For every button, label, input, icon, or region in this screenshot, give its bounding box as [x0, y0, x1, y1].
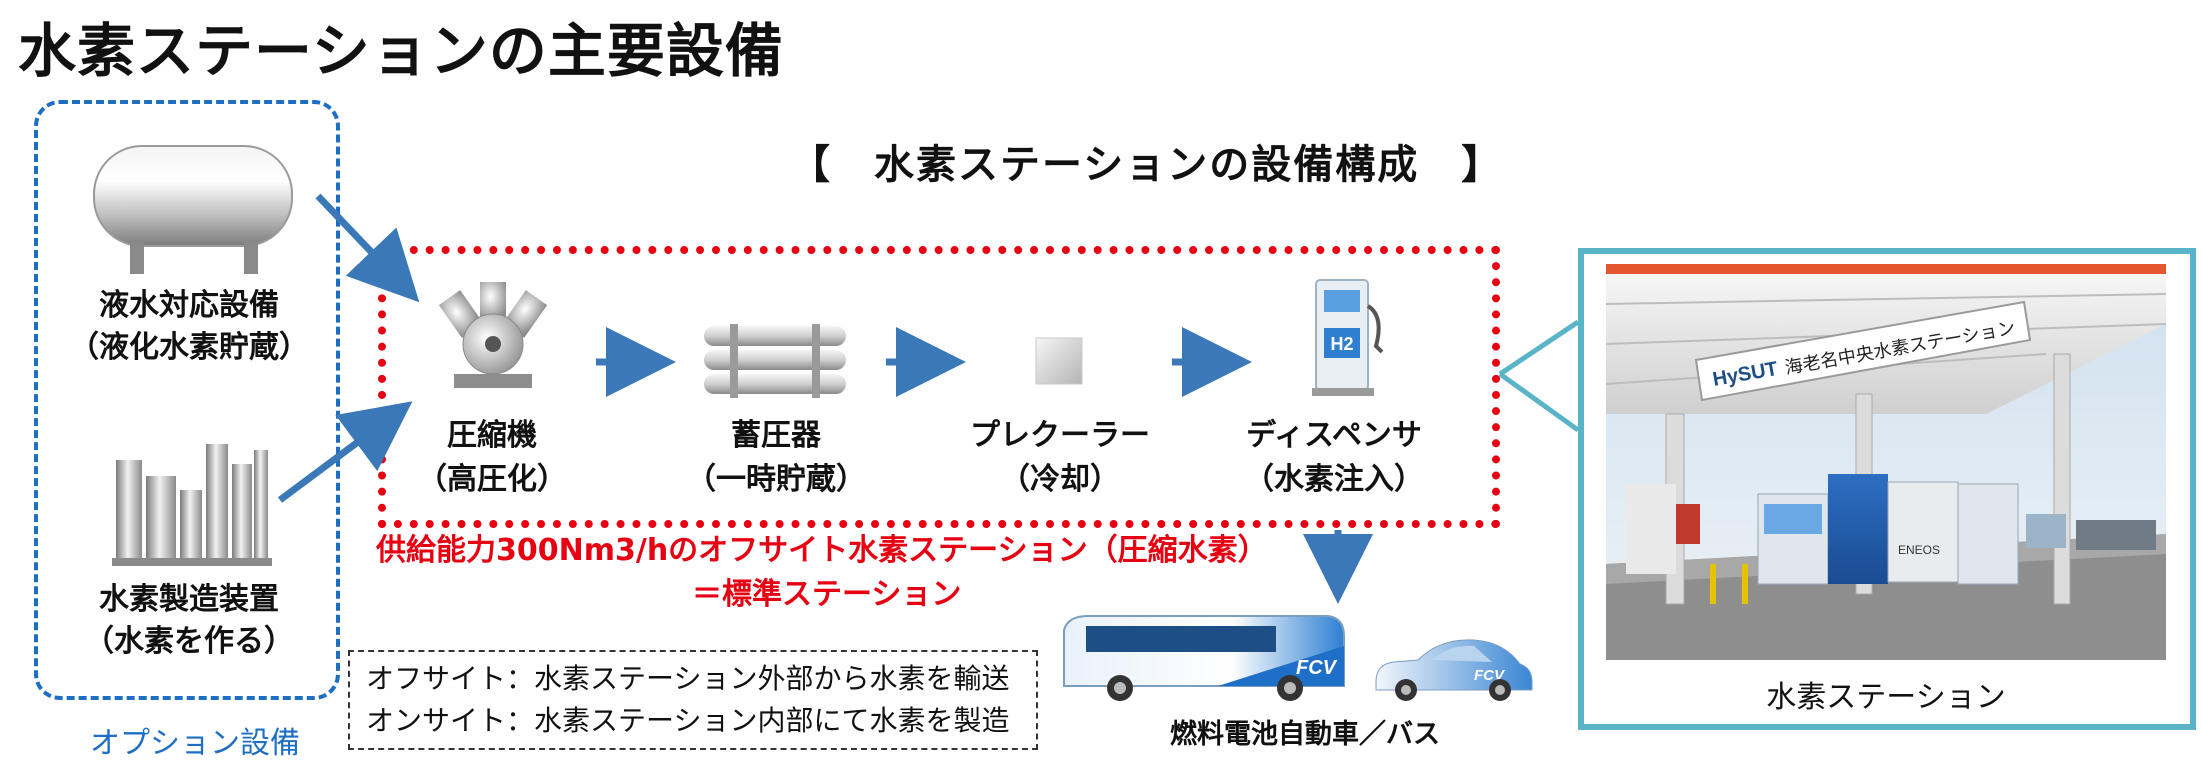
page-title: 水素ステーションの主要設備 — [18, 17, 784, 85]
precooler-icon — [1035, 337, 1083, 385]
process-name: ディスペンサ — [1246, 418, 1422, 453]
option-item-name: 水素製造装置 — [99, 582, 279, 617]
station-photo-frame — [1578, 248, 2196, 730]
arrow-from-plant — [277, 401, 413, 503]
h2-label: H2 — [1330, 334, 1353, 354]
definitions-note: オフサイト：水素ステーション外部から水素を輸送 オンサイト：水素ステーション内部… — [348, 650, 1038, 750]
process-name: 蓄圧器 — [731, 418, 821, 453]
definition-offsite: オフサイト：水素ステーション外部から水素を輸送 — [366, 662, 1010, 695]
process-name: 圧縮機 — [447, 418, 537, 453]
process-sub: （一時貯蔵） — [686, 462, 866, 497]
standard-station-boundary — [378, 246, 1500, 528]
standard-station-note-2: ＝標準ステーション — [692, 577, 962, 612]
fcv-bus-icon: FCV — [1063, 615, 1345, 701]
option-item-name: 液水対応設備 — [99, 288, 279, 323]
liquid-hydrogen-tank-icon — [93, 145, 293, 274]
vehicle-caption: 燃料電池自動車／バス — [1170, 719, 1440, 750]
standard-station-note: 供給能力300Nm3/hのオフサイト水素ステーション（圧縮水素） — [376, 533, 1268, 568]
arrow-from-tank — [315, 193, 420, 303]
option-item-sub: （水素を作る） — [84, 624, 294, 659]
option-label: オプション設備 — [90, 726, 300, 761]
option-equipment-box — [34, 100, 340, 700]
process-sub: （水素注入） — [1244, 462, 1424, 497]
hydrogen-station-photo: HySUT 海老名中央水素ステーション ENEOS — [1606, 264, 2166, 660]
bus-fcv-badge: FCV — [1296, 657, 1338, 679]
accumulator-icon — [704, 324, 846, 398]
hydrogen-production-plant-icon — [112, 444, 272, 566]
definition-onsite: オンサイト：水素ステーション内部にて水素を製造 — [366, 704, 1010, 737]
option-item-sub: （液化水素貯蔵） — [69, 330, 309, 365]
config-title: 【 水素ステーションの設備構成 】 — [790, 142, 1504, 188]
process-name: プレクーラー — [970, 418, 1150, 453]
process-sub: （高圧化） — [417, 462, 567, 497]
photo-caption: 水素ステーション — [1766, 680, 2006, 715]
photo-dispenser-brand: ENEOS — [1898, 543, 1940, 557]
compressor-icon — [438, 282, 548, 388]
process-sub: （冷却） — [1000, 462, 1120, 497]
fcv-car-icon: FCV — [1375, 639, 1533, 701]
dispenser-icon: H2 — [1312, 279, 1384, 396]
